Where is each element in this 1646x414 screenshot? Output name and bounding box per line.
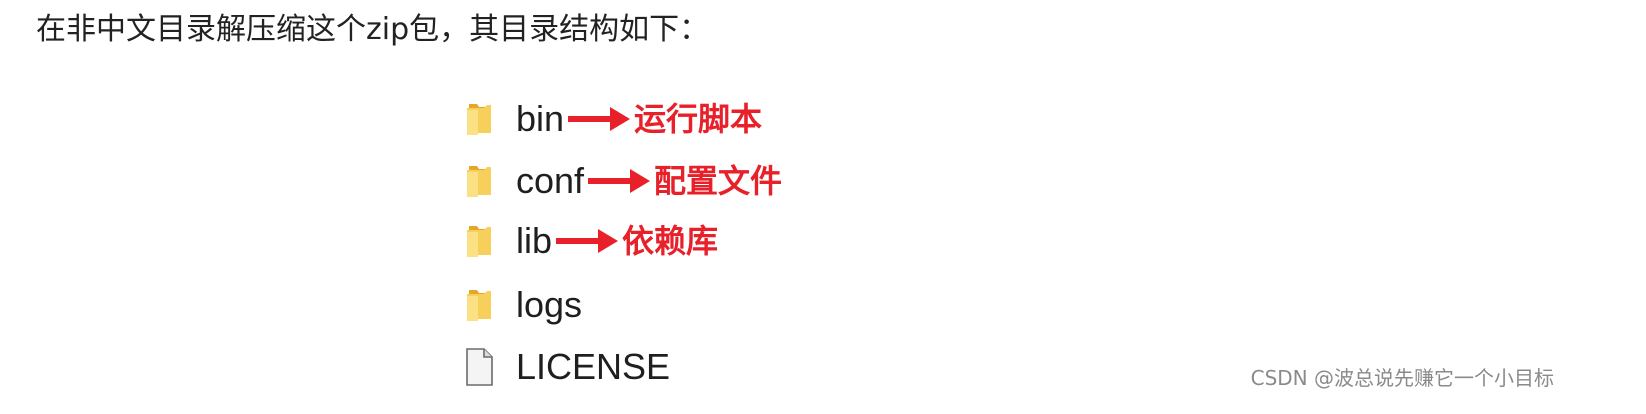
folder-icon [467, 290, 491, 321]
entry-annotation: 运行脚本 [634, 100, 763, 138]
entry-name: conf [516, 160, 585, 201]
directory-entry-conf: conf 配置文件 [464, 156, 782, 206]
entry-name: LICENSE [516, 346, 671, 387]
arrow-right-icon [556, 229, 619, 253]
file-icon [466, 348, 493, 386]
directory-entry-license: LICENSE [464, 342, 670, 392]
directory-structure-figure: bin 运行脚本 conf 配置文件 lib 依赖库 [464, 88, 884, 408]
folder-icon [467, 166, 491, 197]
directory-entry-logs: logs [464, 280, 582, 330]
directory-entry-lib: lib 依赖库 [464, 216, 718, 266]
folder-icon [467, 226, 491, 257]
intro-paragraph: 在非中文目录解压缩这个zip包，其目录结构如下： [36, 12, 710, 47]
entry-annotation: 配置文件 [654, 162, 783, 200]
arrow-right-icon [568, 107, 631, 131]
entry-name: lib [516, 220, 553, 261]
folder-icon [467, 104, 491, 135]
entry-annotation: 依赖库 [622, 222, 719, 260]
entry-name: bin [516, 98, 565, 139]
directory-entry-bin: bin 运行脚本 [464, 94, 762, 144]
watermark: CSDN @波总说先赚它一个小目标 [1250, 366, 1554, 390]
entry-name: logs [516, 284, 583, 325]
arrow-right-icon [588, 169, 651, 193]
